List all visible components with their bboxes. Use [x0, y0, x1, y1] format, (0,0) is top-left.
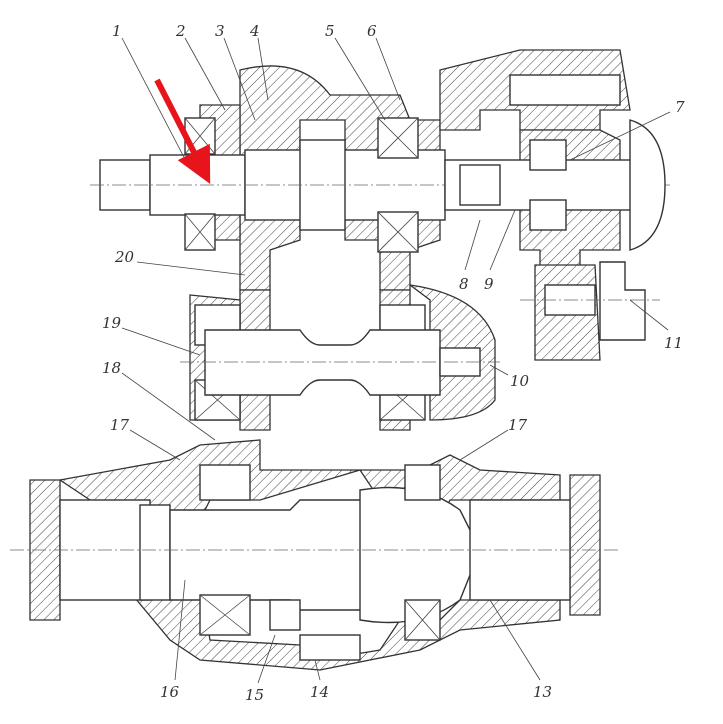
label-5: 5 [325, 22, 335, 40]
label-2: 2 [175, 22, 186, 40]
label-8: 8 [459, 275, 469, 293]
lower-housing [10, 439, 620, 671]
middle-housing [180, 284, 500, 431]
upper-housing [90, 65, 670, 291]
label-6: 6 [367, 22, 377, 40]
upper-right-assembly [439, 49, 666, 361]
label-14: 14 [310, 683, 329, 701]
leader-lines [121, 37, 671, 684]
drain-plug [299, 634, 361, 661]
label-19: 19 [102, 314, 122, 332]
label-15: 15 [245, 686, 264, 704]
right-flange [569, 474, 601, 616]
countershaft [204, 329, 441, 396]
label-20: 20 [114, 248, 135, 266]
label-18: 18 [102, 359, 121, 377]
spline-sleeve [139, 504, 171, 601]
label-13: 13 [533, 683, 552, 701]
label-16: 16 [160, 683, 180, 701]
red-arrow-annotation [154, 78, 211, 185]
label-9: 9 [484, 275, 494, 293]
label-11: 11 [664, 334, 683, 352]
label-4: 4 [249, 22, 260, 40]
output-flange [629, 119, 666, 251]
label-10: 10 [510, 372, 530, 390]
part-labels: 1 2 3 4 5 6 7 8 9 11 20 19 18 17 10 17 1… [102, 22, 685, 704]
label-7: 7 [675, 98, 685, 116]
label-3: 3 [215, 22, 225, 40]
label-1: 1 [112, 22, 122, 40]
label-17-left: 17 [110, 416, 130, 434]
label-17-right: 17 [508, 416, 528, 434]
